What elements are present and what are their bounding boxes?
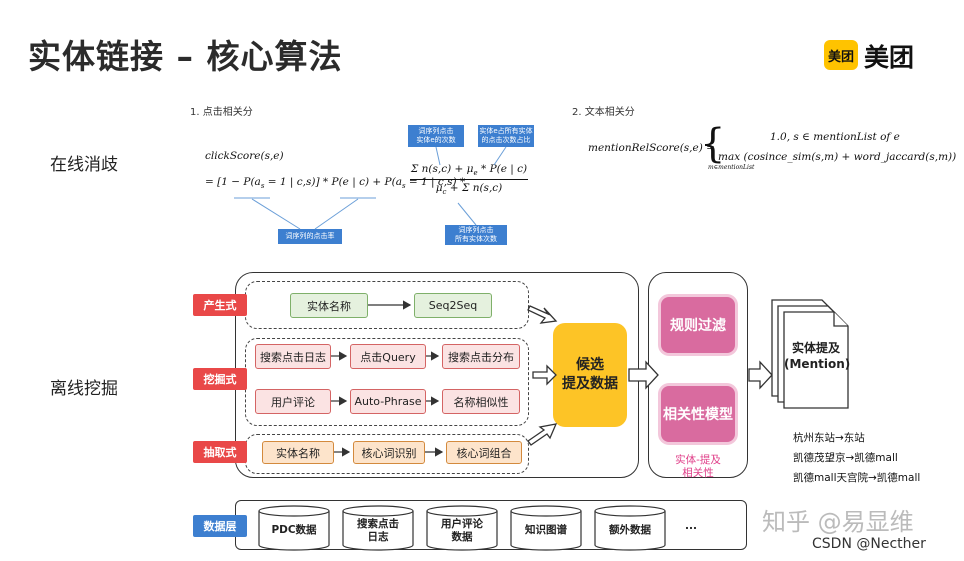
meituan-logo-badge: 美团	[824, 40, 858, 70]
user-review-data-item: 用户评论 数据	[441, 518, 483, 543]
generative-entity-name-node: 实体名称	[290, 293, 368, 318]
extra-data-item: 额外数据	[609, 524, 651, 536]
online-disambiguation-label: 在线消歧	[50, 155, 118, 175]
auto-phrase-node: Auto-Phrase	[350, 389, 426, 414]
piecewise-brace: {	[700, 121, 726, 167]
generative-tag: 产生式	[193, 294, 247, 316]
annotation-total-clicks: 词序列点击 所有实体次数	[445, 225, 507, 245]
search-click-log-node: 搜索点击日志	[255, 344, 331, 369]
extraction-entity-name-node: 实体名称	[262, 441, 334, 464]
relevance-model-node: 相关性模型	[661, 386, 735, 442]
candidate-mention-data-node: 候选 提及数据	[553, 323, 627, 427]
click-score-fraction: Σ n(s,c) + μe * P(e | c) μc + Σ n(s,c)	[410, 163, 528, 197]
search-click-log-item: 搜索点击 日志	[357, 518, 399, 543]
click-score-heading: 1. 点击相关分	[190, 107, 253, 118]
core-word-combination-node: 核心词组合	[446, 441, 522, 464]
annotation-entity-click-ratio: 实体e占所有实体 的点击次数占比	[478, 125, 534, 147]
text-score-lhs: mentionRelScore(s,e) =	[588, 142, 715, 154]
knowledge-graph-item: 知识图谱	[525, 524, 567, 536]
meituan-logo-text: 美团	[864, 43, 915, 72]
data-layer-tag: 数据层	[193, 515, 247, 537]
entity-mention-output-doc: 实体提及 (Mention)	[784, 341, 851, 371]
extraction-tag: 抽取式	[193, 441, 247, 463]
text-score-case-1: 1.0, s ∈ mentionList of e	[770, 131, 900, 143]
offline-mining-label: 离线挖掘	[50, 379, 118, 399]
annotation-entity-clicks: 词序列点击 实体e的次数	[408, 125, 464, 147]
text-score-case-2-sub: m∈mentionList	[708, 164, 755, 171]
mining-tag: 挖掘式	[193, 368, 247, 390]
annotation-click-rate: 词序列的点击率	[278, 229, 342, 244]
more-data-ellipsis: ...	[685, 520, 697, 532]
click-query-node: 点击Query	[350, 344, 426, 369]
entity-mention-relevance-caption: 实体-提及 相关性	[675, 454, 721, 479]
core-word-recognition-node: 核心词识别	[353, 441, 425, 464]
name-similarity-node: 名称相似性	[442, 389, 520, 414]
click-score-lhs: clickScore(s,e)	[205, 150, 284, 162]
zhihu-watermark: 知乎 @易显维	[762, 508, 914, 536]
example-line-3: 凯德mall天宫院→凯德mall	[793, 472, 921, 484]
search-click-distribution-node: 搜索点击分布	[442, 344, 520, 369]
text-score-heading: 2. 文本相关分	[572, 107, 635, 118]
click-score-formula: = [1 − P(as = 1 | c,s)] * P(e | c) + P(a…	[205, 176, 466, 191]
seq2seq-node: Seq2Seq	[414, 293, 492, 318]
pdc-data-item: PDC数据	[271, 524, 317, 536]
example-line-1: 杭州东站→东站	[793, 432, 865, 444]
page-title: 实体链接 – 核心算法	[28, 37, 343, 76]
user-review-node: 用户评论	[255, 389, 331, 414]
csdn-watermark: CSDN @Necther	[812, 536, 926, 552]
rule-filter-node: 规则过滤	[661, 297, 735, 353]
example-line-2: 凯德茂望京→凯德mall	[793, 452, 898, 464]
text-score-case-2: max (cosince_sim(s,m) + word_jaccard(s,m…	[718, 151, 957, 163]
